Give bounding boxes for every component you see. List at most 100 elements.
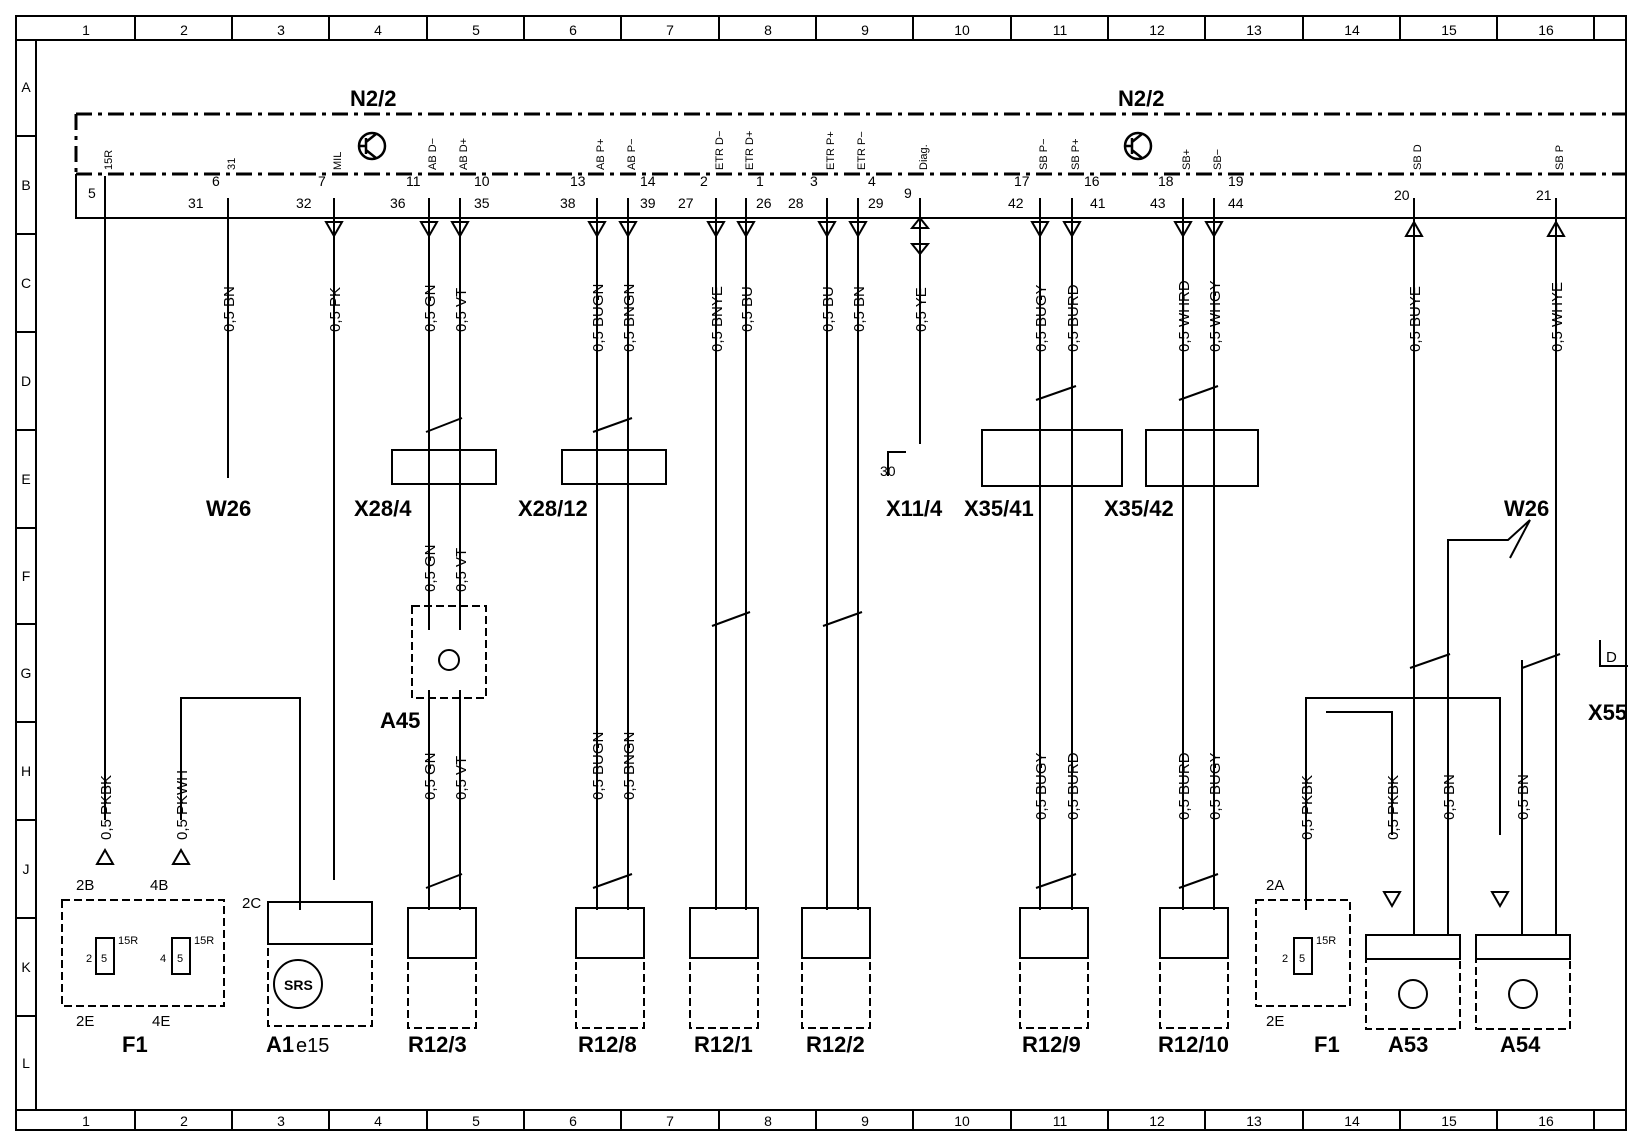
col-label: 16 [1538, 1113, 1554, 1129]
pin-number: 43 [1150, 195, 1166, 211]
ecu-pin-numbers: 5 6 7 11 10 13 14 2 1 3 4 9 17 16 18 19 … [88, 173, 1552, 211]
signal-label: SB P+ [1070, 139, 1082, 171]
pin-number: 27 [678, 195, 694, 211]
wire-label: 0,5 BNYE [709, 286, 726, 352]
col-label: 1 [82, 22, 90, 38]
wire-label: 0,5 BU [739, 286, 756, 332]
fuse-label: 2E [76, 1013, 94, 1030]
wire-label: 0,5 BUGN [590, 284, 607, 352]
fuse-label: 2E [1266, 1013, 1284, 1030]
component-label: F1 [122, 1032, 148, 1057]
wire-label: 0,5 WHRD [1176, 280, 1193, 352]
pin-number: 13 [570, 173, 586, 189]
signal-labels: 15R 31 MIL AB D− AB D+ AB P+ AB P− ETR D… [103, 131, 1566, 170]
row-label: F [22, 568, 31, 584]
fuse-label: 2 [1282, 953, 1288, 965]
pin-number: 38 [560, 195, 576, 211]
col-label: 3 [277, 1113, 285, 1129]
wire-label: 0,5 YE [913, 287, 930, 332]
col-label: 5 [472, 1113, 480, 1129]
control-unit-label: N2/2 [350, 86, 396, 111]
component-label: R12/8 [578, 1032, 637, 1057]
col-label: 2 [180, 22, 188, 38]
signal-label: MIL [332, 152, 344, 170]
signal-label: ETR P+ [825, 131, 837, 170]
row-label: G [21, 665, 32, 681]
connector-label: X55 [1588, 700, 1627, 725]
pin-number: 31 [188, 195, 204, 211]
component-label: R12/3 [408, 1032, 467, 1057]
srs-icon [273, 959, 323, 1009]
row-ticks [16, 135, 36, 1017]
connector-x11-4 [887, 451, 906, 476]
wire-label: 0,5 VT [453, 756, 470, 800]
pin-number: 18 [1158, 173, 1174, 189]
signal-label: AB D− [427, 138, 439, 170]
connector-label: X35/41 [964, 496, 1034, 521]
col-label: 11 [1053, 22, 1068, 38]
pin-number: 2 [700, 173, 708, 189]
fuse-label: 5 [101, 953, 107, 965]
pin-label: D [1606, 649, 1617, 666]
connector-label: W26 [1504, 496, 1549, 521]
column-labels: 1 2 3 4 5 6 7 8 9 10 11 12 13 14 15 16 1… [82, 22, 1554, 1129]
pin-number: 20 [1394, 187, 1410, 203]
wire-label: 0,5 BNGN [621, 732, 638, 800]
inner-frame [35, 39, 1627, 1111]
row-label: H [21, 763, 31, 779]
transistor-icon [357, 131, 387, 161]
col-label: 10 [954, 1113, 970, 1129]
pin-number: 39 [640, 195, 656, 211]
component-label: R12/1 [694, 1032, 753, 1057]
wire-label: 0,5 BN [221, 286, 238, 332]
signal-label: SB+ [1181, 149, 1193, 170]
col-label: 4 [374, 1113, 382, 1129]
signal-label: SB D [1412, 144, 1424, 170]
row-label: K [21, 959, 31, 975]
fuse-label: 15R [118, 935, 138, 947]
upper-wires [104, 176, 1561, 935]
fuse-label: 5 [1299, 953, 1305, 965]
pin-number: 42 [1008, 195, 1024, 211]
component-r12-9 [1019, 907, 1089, 959]
connector-label: X28/4 [354, 496, 412, 521]
col-label: 13 [1246, 1113, 1262, 1129]
fuse-label: 4 [160, 953, 166, 965]
row-label: L [22, 1055, 30, 1071]
component-label: A45 [380, 708, 420, 733]
component-label: e15 [296, 1035, 329, 1057]
wire-label: 0,5 BN [1515, 774, 1532, 820]
arrow-markers [95, 216, 1566, 909]
wire-label: 0,5 BN [851, 286, 868, 332]
pin-number: 14 [640, 173, 656, 189]
col-label: 12 [1149, 1113, 1165, 1129]
col-label: 6 [569, 22, 577, 38]
col-label: 9 [861, 1113, 869, 1129]
signal-label: SB P [1554, 145, 1566, 170]
pin-number: 5 [88, 185, 96, 201]
wire-label: 0,5 PKBK [98, 775, 115, 840]
row-label: B [21, 177, 30, 193]
pin-number: 21 [1536, 187, 1552, 203]
fuse-box-f1-left [61, 899, 225, 1007]
row-label: J [23, 861, 30, 877]
wire-label: 0,5 BUGY [1033, 752, 1050, 820]
wire-label: 0,5 BURD [1065, 284, 1082, 352]
component-label: A54 [1500, 1032, 1541, 1057]
fuse-label: 4E [152, 1013, 170, 1030]
component-a1 [267, 943, 373, 1027]
upper-wire-labels: 0,5 BN 0,5 PK 0,5 GN 0,5 VT 0,5 BUGN 0,5… [221, 280, 1566, 592]
wire-label: 0,5 VT [453, 548, 470, 592]
pin-number: 19 [1228, 173, 1244, 189]
pin-number: 7 [318, 173, 326, 189]
srs-label: SRS [284, 977, 313, 993]
pin-number: 3 [810, 173, 818, 189]
wire-label: 0,5 BUYE [1407, 286, 1424, 352]
component-label: R12/9 [1022, 1032, 1081, 1057]
lower-wire-labels: 0,5 PKBK 0,5 PKWH 0,5 GN 0,5 VT 0,5 BUGN… [98, 732, 1532, 840]
col-label: 15 [1441, 22, 1457, 38]
fuse-label: 2B [76, 877, 94, 894]
wire-label: 0,5 GN [422, 752, 439, 800]
connector-label: X35/42 [1104, 496, 1174, 521]
row-label: C [21, 275, 31, 291]
